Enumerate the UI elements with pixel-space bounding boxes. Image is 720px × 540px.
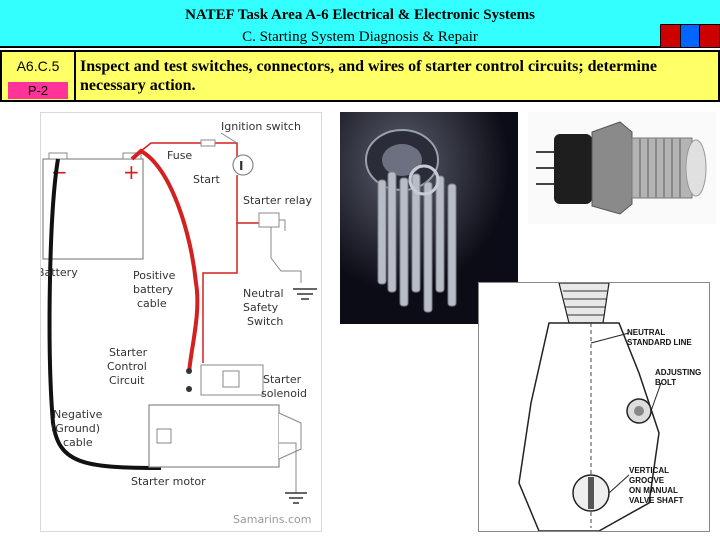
- ignition-pointer: [220, 132, 238, 144]
- control-wire: [202, 223, 238, 363]
- nss-neutral-label-2: STANDARD LINE: [627, 338, 692, 347]
- nss-neutral-label-1: NEUTRAL: [627, 328, 665, 337]
- ignition-switch-symbol: [232, 154, 254, 176]
- nss-leader-groove: [608, 474, 630, 494]
- solenoid-inner: [222, 370, 240, 388]
- relay-wire: [279, 219, 286, 231]
- starter-motor-nose: [278, 412, 302, 460]
- negative-ground-cable: [47, 158, 162, 470]
- switch-threaded-body: [631, 137, 693, 199]
- task-code: A6.C.5: [16, 58, 60, 74]
- nss-leader-neutral: [590, 332, 630, 344]
- fuse-symbol: [200, 139, 216, 147]
- nss-bolt-label-1: ADJUSTING: [655, 368, 701, 377]
- positive-battery-cable: [130, 148, 200, 374]
- starter-motor-terminal: [156, 428, 172, 444]
- nss-label-3: Switch: [247, 315, 283, 328]
- nss-bolt-head: [634, 406, 644, 416]
- solenoid-terminal-2: [186, 386, 192, 392]
- neutral-safety-switch-diagram: NEUTRAL STANDARD LINE ADJUSTING BOLT VER…: [478, 282, 710, 532]
- switch-plastic-body: [554, 134, 592, 204]
- color-square-1: [661, 25, 681, 47]
- starter-circuit-svg: − + I Ignition switch Fuse Start Starter…: [37, 120, 317, 526]
- nss-bolt-label-2: BOLT: [655, 378, 676, 387]
- keys-photo-svg: [340, 112, 518, 324]
- control-circuit-label-3: Circuit: [109, 374, 145, 387]
- control-circuit-label-2: Control: [107, 360, 147, 373]
- key-ring: [408, 164, 440, 196]
- color-square-2: [680, 25, 701, 47]
- plus-symbol: +: [123, 160, 140, 184]
- nss-vertical-groove: [588, 477, 594, 509]
- nss-groove-label-4: VALVE SHAFT: [629, 496, 683, 505]
- nss-wire: [270, 227, 302, 283]
- switch-pins: [536, 151, 554, 185]
- negative-cable-label-2: (Ground): [51, 422, 100, 435]
- solenoid-label-2: solenoid: [261, 387, 307, 400]
- positive-cable-label-2: battery: [133, 283, 174, 296]
- battery-neg-terminal: [48, 152, 68, 160]
- switch-threads: [639, 138, 681, 198]
- starter-circuit-diagram: − + I Ignition switch Fuse Start Starter…: [37, 112, 322, 532]
- start-label: Start: [193, 173, 221, 186]
- title-bar: NATEF Task Area A-6 Electrical & Electro…: [0, 0, 720, 48]
- battery-label: Battery: [41, 266, 78, 279]
- solenoid-label-1: Starter: [263, 373, 302, 386]
- nss-label-1: Neutral: [243, 287, 284, 300]
- ignition-switch-label: Ignition switch: [221, 120, 301, 133]
- control-circuit-label-1: Starter: [109, 346, 148, 359]
- negative-cable-label-1: Negative: [53, 408, 103, 421]
- credit-label: Samarins.com: [233, 513, 311, 526]
- positive-cable-label-1: Positive: [133, 269, 176, 282]
- positive-cable-label-3: cable: [137, 297, 167, 310]
- solenoid-terminal-1: [186, 368, 192, 374]
- task-description-box: Inspect and test switches, connectors, a…: [76, 50, 720, 102]
- nss-cable-top: [558, 283, 610, 324]
- starter-motor-label: Starter motor: [131, 475, 206, 488]
- negative-cable-label-3: cable: [63, 436, 93, 449]
- starter-relay-symbol: [258, 212, 280, 228]
- ignition-switch-glyph: I: [239, 159, 243, 173]
- battery-box: [42, 158, 144, 260]
- lock-core: [382, 144, 422, 176]
- fuse-label: Fuse: [167, 149, 192, 162]
- nss-svg: NEUTRAL STANDARD LINE ADJUSTING BOLT VER…: [518, 283, 701, 531]
- priority-badge: P-2: [8, 82, 68, 99]
- nss-groove-label-3: ON MANUAL: [629, 486, 678, 495]
- nss-label-2: Safety: [243, 301, 279, 314]
- task-description: Inspect and test switches, connectors, a…: [80, 58, 657, 94]
- color-square-3: [700, 25, 720, 47]
- key-bunch: [377, 171, 457, 313]
- page-subtitle: C. Starting System Diagnosis & Repair: [242, 29, 478, 45]
- starter-solenoid-box: [200, 364, 264, 396]
- switch-plunger: [685, 139, 707, 197]
- switch-hex-nut: [591, 121, 633, 215]
- starter-relay-label: Starter relay: [243, 194, 313, 207]
- page-title: NATEF Task Area A-6 Electrical & Electro…: [185, 7, 535, 23]
- switch-photo-svg: [528, 112, 716, 224]
- color-squares: [660, 24, 720, 48]
- nss-groove-label-1: VERTICAL: [629, 466, 669, 475]
- task-code-box: A6.C.5 P-2: [0, 50, 76, 102]
- nss-groove-label-2: GROOVE: [629, 476, 665, 485]
- switch-connector-photo: [528, 112, 716, 224]
- nss-cable-ribs: [563, 290, 607, 316]
- nss-leader-bolt: [650, 382, 662, 412]
- motor-ground-wire: [279, 442, 297, 493]
